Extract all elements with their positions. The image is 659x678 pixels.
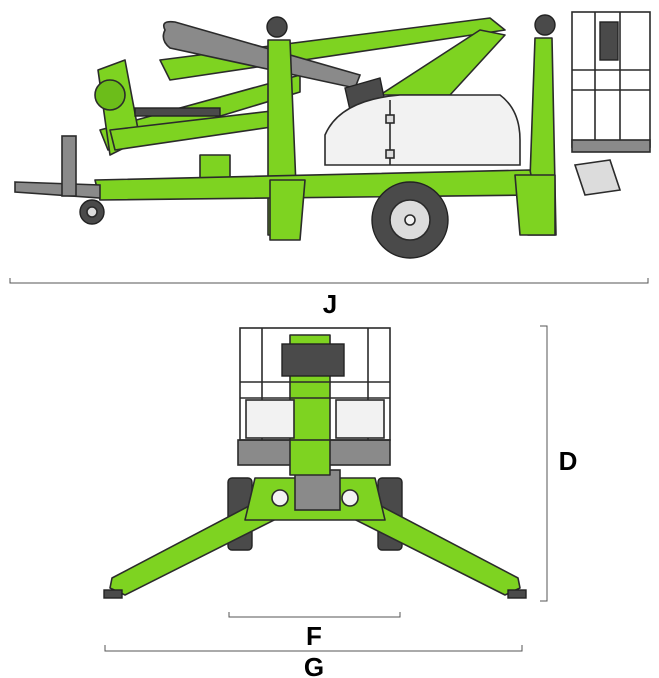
drawbar [14,181,101,199]
right-chassis-hole [341,489,359,507]
engine-cover [324,94,521,166]
right-engine-cover [335,399,385,439]
right-foot-pad [507,589,527,599]
lift-cylinder [134,107,221,117]
mast-cap [266,16,288,38]
jockey-post [61,135,77,197]
basket-floor [571,139,651,153]
dimension-d: D [540,325,578,602]
left-chassis-hole [271,489,289,507]
dimension-d-line [540,325,548,602]
front-basket-frame [239,327,391,441]
rear-outrigger [269,179,306,241]
platform-basket [571,11,651,196]
main-wheel-center [404,214,416,226]
telescopic-boom [162,20,362,89]
dimension-j: J [9,278,649,319]
front-view [103,327,527,599]
dimension-g-line [104,645,523,652]
front-mast-cap [534,14,556,36]
dimension-f-line [228,612,401,618]
left-foot-pad [103,589,123,599]
platform-rotator [573,159,622,196]
front-outrigger [514,174,556,236]
dimension-g: G [104,645,523,678]
slew-unit [294,469,341,511]
cover-latch-top [385,114,395,124]
dimension-f: F [228,612,401,651]
dimension-j-line [9,278,649,284]
chassis-beam [94,169,536,201]
boom-pivot [94,79,126,111]
side-view [14,11,651,259]
dimension-d-label: D [559,446,578,476]
left-engine-cover [245,399,295,439]
dimension-j-label: J [323,289,337,319]
front-control-box [281,343,345,377]
control-box [599,21,619,61]
cover-latch-bottom [385,149,395,159]
jockey-hub [86,206,98,218]
dimension-g-label: G [304,652,324,678]
dimension-f-label: F [306,621,322,651]
